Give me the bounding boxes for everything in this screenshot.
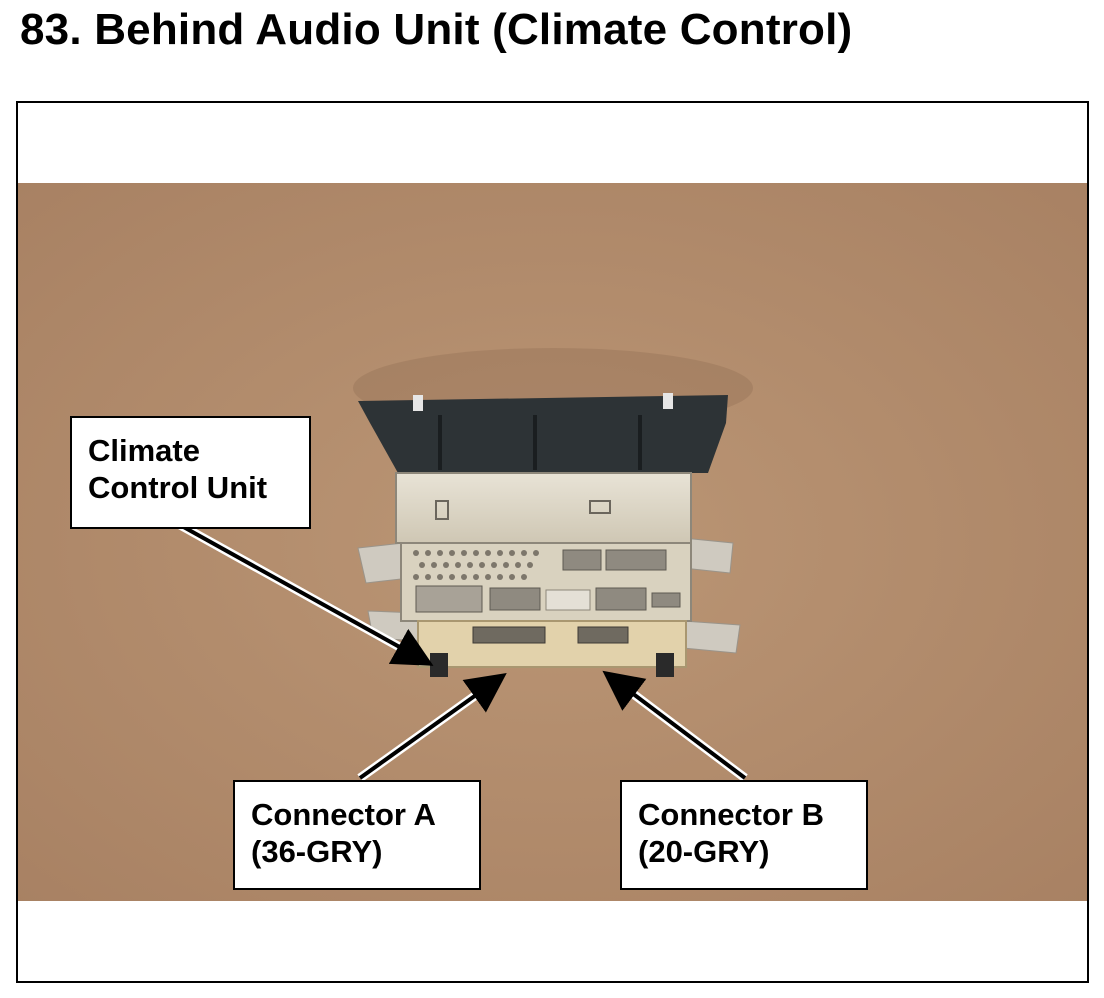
- audio-unit-illustration: [18, 183, 1087, 901]
- front-bezel: [358, 395, 728, 473]
- arrow-climate-control: [177, 521, 434, 666]
- climate-control-module: [417, 620, 687, 668]
- connector-b-spec: (20-GRY): [638, 834, 770, 869]
- arrow-connector-a: [357, 673, 507, 782]
- connector-a-spec: (36-GRY): [251, 834, 383, 869]
- page-title: 83. Behind Audio Unit (Climate Control): [20, 5, 853, 54]
- climate-label-line-1: Climate: [88, 433, 200, 468]
- connector-b-socket: [577, 626, 629, 644]
- vent-holes: [413, 550, 539, 580]
- connector-a-socket: [472, 626, 546, 644]
- connector-a-name: Connector A: [251, 797, 436, 832]
- connector-b-name: Connector B: [638, 797, 824, 832]
- climate-control-unit-label: Climate Control Unit: [70, 416, 311, 529]
- climate-label-line-2: Control Unit: [88, 470, 268, 505]
- unit-photo: [18, 183, 1087, 901]
- arrow-connector-b: [602, 670, 748, 782]
- connector-a-label: Connector A (36-GRY): [233, 780, 481, 890]
- connector-b-label: Connector B (20-GRY): [620, 780, 868, 890]
